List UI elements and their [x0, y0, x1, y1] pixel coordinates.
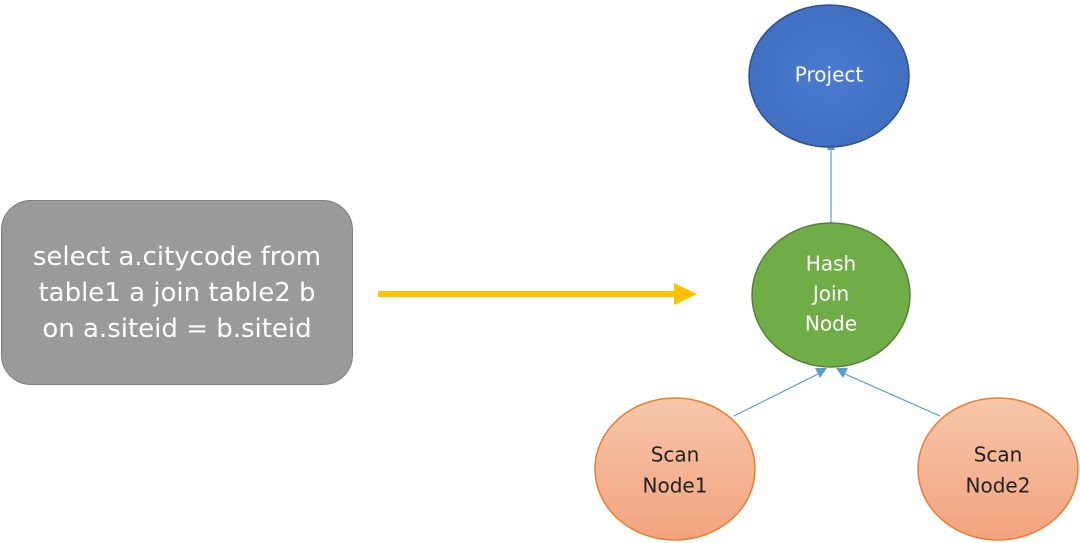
sql-query-line-2: table1 a join table2 b: [38, 277, 316, 308]
scan2-to-join-arrowhead: [836, 368, 848, 378]
scan-node-2-label-line-1: Scan: [974, 443, 1023, 467]
scan2-to-join-connector: [844, 373, 941, 417]
hash-join-node: Hash Join Node: [751, 222, 911, 368]
scan-node-2: Scan Node2: [917, 397, 1079, 541]
sql-query-line-1: select a.citycode from: [32, 241, 322, 272]
scan-node-2-label-line-2: Node2: [966, 474, 1031, 498]
hash-join-label-line-2: Join: [811, 282, 849, 306]
scan1-to-join-connector: [733, 373, 819, 417]
sql-query-text: select a.citycode from table1 a join tab…: [2, 239, 352, 347]
transform-arrow: [378, 283, 697, 305]
scan-node-1: Scan Node1: [594, 397, 756, 541]
sql-query-line-3: on a.siteid = b.siteid: [42, 313, 312, 344]
transform-arrow-head: [674, 283, 697, 305]
scan-node-1-label-line-1: Scan: [651, 443, 700, 467]
scan1-to-join-arrowhead: [815, 368, 827, 378]
scan-node-1-label-line-2: Node1: [643, 474, 708, 498]
sql-query-box: select a.citycode from table1 a join tab…: [1, 200, 353, 385]
hash-join-label-line-3: Node: [805, 312, 857, 336]
project-node: Project: [748, 4, 910, 148]
project-node-label: Project: [795, 63, 864, 87]
hash-join-label-line-1: Hash: [806, 252, 856, 276]
